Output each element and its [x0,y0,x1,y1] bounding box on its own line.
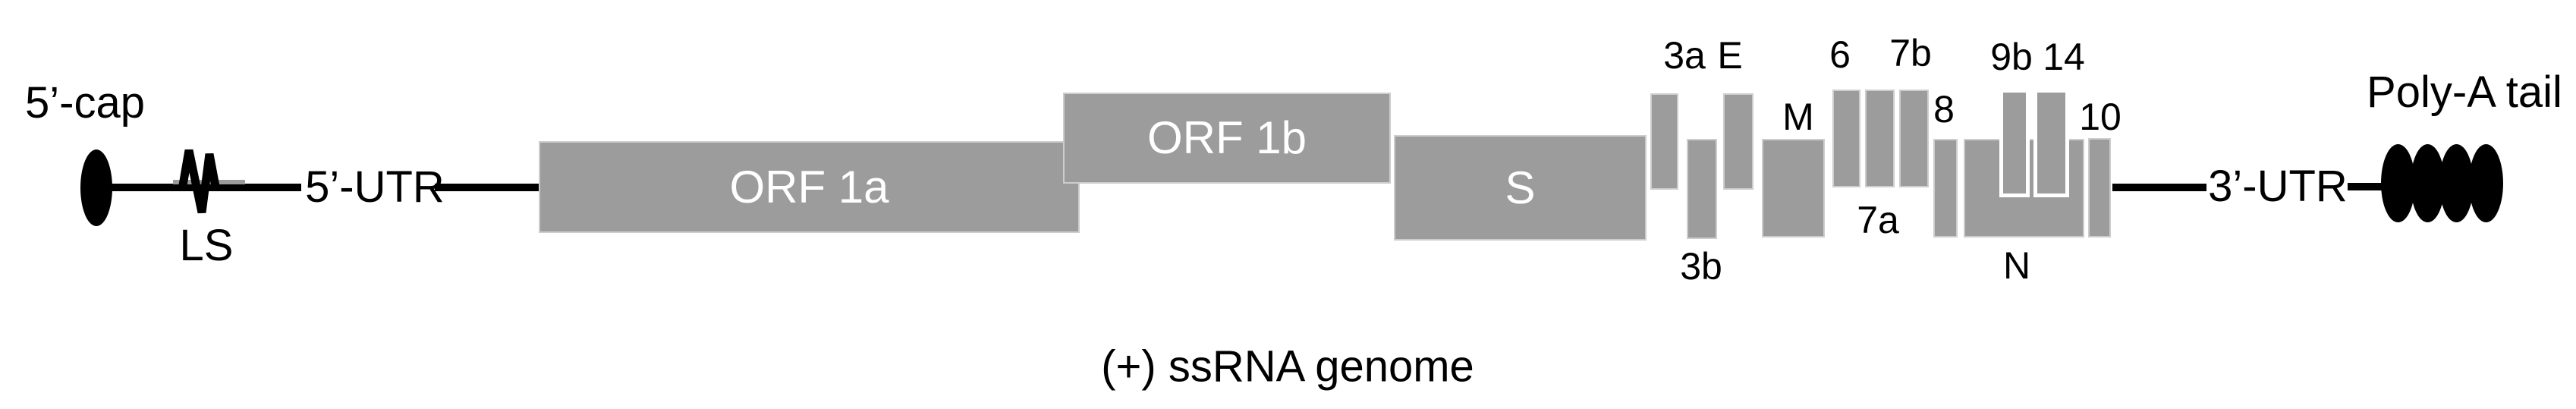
leader-sequence-zigzag-icon [178,149,221,214]
gene-7a-label: 7a [1857,199,1899,241]
five-prime-cap-ellipse [80,149,112,226]
gene-7a-box [1865,90,1895,187]
gene-14-box [2033,89,2069,197]
gene-3a-box [1650,93,1678,190]
gene-14-label: 14 [2043,36,2085,78]
five-prime-utr-label: 5’-UTR [305,162,445,212]
poly-a-tail-label: Poly-A tail [2367,68,2562,117]
gene-8-label: 8 [1933,88,1955,131]
orf1a-box: ORF 1a [539,141,1080,233]
backbone-line-3utr-to-polya [2348,183,2387,190]
gene-10-label: 10 [2079,96,2122,138]
backbone-line-10-to-3utr [2112,184,2206,191]
gene-3a-label: 3a [1663,34,1706,77]
five-prime-cap-label: 5’-cap [25,78,145,127]
poly-a-bead [2381,144,2415,222]
spike-box-label: S [1505,162,1536,213]
gene-m-box [1762,139,1825,238]
three-prime-utr-label: 3’-UTR [2208,162,2348,211]
figure-caption: (+) ssRNA genome [1101,341,1474,392]
orf1b-box: ORF 1b [1063,93,1391,184]
orf1b-box-label: ORF 1b [1146,112,1307,163]
gene-n-label: N [2002,244,2031,287]
poly-a-bead [2439,144,2474,222]
gene-e-label: E [1717,34,1743,77]
spike-box: S [1394,135,1647,241]
orf1a-box-label: ORF 1a [729,161,889,212]
gene-7b-label: 7b [1889,32,1932,74]
poly-a-bead [2469,144,2503,222]
gene-8-box [1933,139,1958,238]
poly-a-bead [2411,144,2445,222]
gene-10-box [2088,138,2111,238]
gene-6-box [1832,90,1860,187]
gene-3b-label: 3b [1680,245,1722,288]
gene-9b-label: 9b [1990,36,2033,78]
gene-3b-box [1687,139,1717,239]
gene-m-label: M [1782,96,1814,138]
leader-sequence-label: LS [179,221,234,270]
gene-e-box [1723,93,1754,190]
gene-6-label: 6 [1829,33,1851,76]
backbone-line-utr-to-orf1a [435,184,540,191]
gene-7b-box [1899,90,1929,187]
gene-9b-box [1999,89,2030,197]
